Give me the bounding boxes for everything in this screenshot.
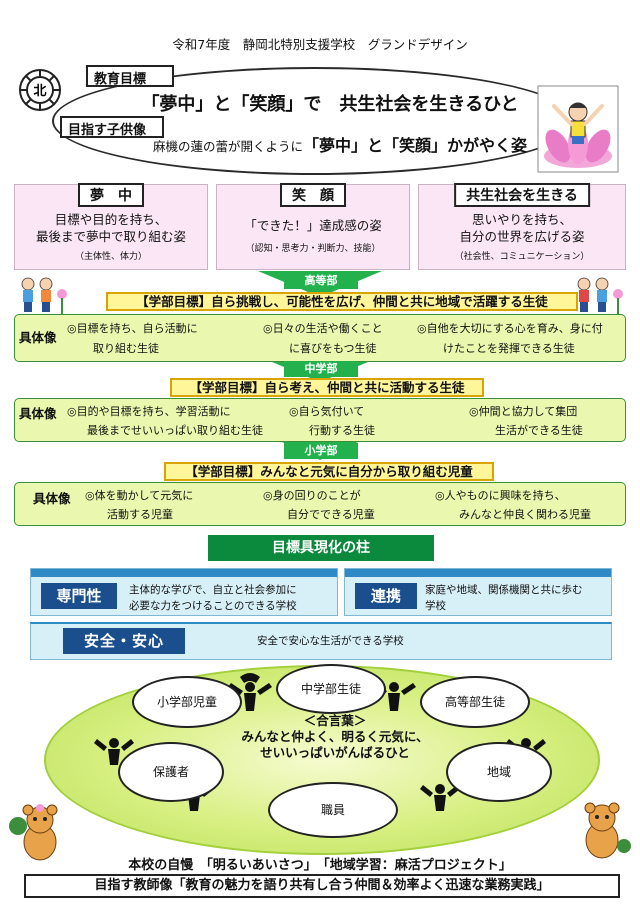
division-tab-elementary: 小学部 — [284, 443, 358, 459]
concrete-label: 具体像 — [19, 406, 57, 421]
division-goal-high: 【学部目標】自ら挑戦し、可能性を広げ、仲間と共に地域で活躍する生徒 — [106, 292, 578, 311]
concrete-label: 具体像 — [19, 330, 57, 345]
value-sub: （主体性、体力） — [74, 252, 147, 262]
pillar-safety-box: 安全・安心 安全で安心な生活ができる学校 — [30, 622, 612, 660]
division-goal-elementary: 【学部目標】みんなと元気に自分から取り組む児童 — [164, 462, 494, 481]
middle-item-2-l2: 行動する生徒 — [309, 424, 375, 437]
school-pride: 本校の自慢 「明るいあいさつ」 「地域学習：麻活プロジェクト」 — [128, 858, 512, 873]
elem-item-2-l1: ◎身の回りのことが — [263, 489, 361, 502]
division-tab-high: 高等部 — [284, 273, 358, 289]
value-box-muchu: 夢 中 目標や目的を持ち、 最後まで夢中で取り組む姿 （主体性、体力） — [14, 183, 208, 270]
node-staff: 職員 — [268, 782, 398, 838]
middle-item-1-l1: ◎目的や目標を持ち、学習活動に — [67, 405, 231, 418]
node-community: 地域 — [446, 742, 552, 802]
high-item-3-l1: ◎自他を大切にする心を育み、身に付 — [417, 322, 603, 335]
pillar-safety-text: 安全で安心な生活ができる学校 — [257, 635, 404, 647]
high-item-1-l2: 取り組む生徒 — [93, 342, 159, 355]
pillar-expertise-label: 専門性 — [41, 583, 117, 609]
division-box-high: 具体像 ◎目標を持ち、自ら活動に 取り組む生徒 ◎日々の生活や働くこと に喜びを… — [14, 314, 626, 362]
lotus-child-illustration — [537, 85, 619, 173]
value-line: 「できた！」達成感の姿 — [244, 218, 382, 233]
child-emphasis: 「夢中」と「笑顔」 — [302, 136, 447, 155]
ideal-teacher: 目指す教師像「教育の魅力を語り共有し合う仲間＆効率よく迅速な業務実践」 — [24, 874, 620, 898]
child-prefix: 麻機の蓮の蕾が開くように — [152, 139, 303, 154]
pillar-cooperation-box: 連携 家庭や地域、関係機関と共に歩む 学校 — [344, 568, 612, 616]
value-title: 共生社会を生きる — [454, 183, 590, 207]
division-box-middle: 具体像 ◎目的や目標を持ち、学習活動に 最後までせいいっぱい取り組む生徒 ◎自ら… — [14, 398, 626, 442]
middle-item-2-l1: ◎自ら気付いて — [289, 405, 365, 418]
mascot-left-illustration — [9, 804, 58, 861]
value-line: 最後まで夢中で取り組む姿 — [35, 229, 186, 244]
kids-illustration-left — [21, 277, 67, 314]
pillar-expertise-l1: 主体的な学びで、自立と社会参加に — [129, 584, 297, 596]
motto: ＜合言葉＞ みんなと仲よく、明るく元気に、 せいいっぱいがんばるひと — [205, 713, 465, 761]
motto-line1: みんなと仲よく、明るく元気に、 — [241, 729, 429, 744]
pillar-cooperation-l1: 家庭や地域、関係機関と共に歩む — [425, 584, 583, 596]
pillars-title: 目標具現化の柱 — [208, 535, 434, 561]
child-suffix: かがやく姿 — [447, 136, 528, 155]
high-item-1-l1: ◎目標を持ち、自ら活動に — [67, 322, 198, 335]
division-box-elementary: 具体像 ◎体を動かして元気に 活動する児童 ◎身の回りのことが 自分でできる児童… — [14, 482, 626, 526]
division-goal-middle: 【学部目標】自ら考え、仲間と共に活動する生徒 — [170, 378, 484, 397]
pillar-cooperation-l2: 学校 — [425, 600, 446, 612]
node-guardians: 保護者 — [118, 742, 224, 802]
value-box-kyosei: 共生社会を生きる 思いやりを持ち、 自分の世界を広げる姿 （社会性、コミュニケー… — [418, 183, 626, 270]
document-title: 令和7年度 静岡北特別支援学校 グランドデザイン — [172, 37, 468, 52]
elem-item-3-l2: みんなと仲良く関わる児童 — [459, 508, 591, 521]
logo-text: 北 — [33, 84, 46, 99]
node-elementary-students: 小学部児童 — [132, 676, 242, 728]
motto-line2: せいいっぱいがんばるひと — [260, 745, 410, 760]
high-item-3-l2: けたことを発揮できる生徒 — [443, 342, 575, 355]
value-line: 自分の世界を広げる姿 — [459, 229, 585, 244]
value-title: 夢 中 — [78, 183, 144, 207]
division-tab-middle: 中学部 — [284, 361, 358, 377]
high-item-2-l2: に喜びをもつ生徒 — [289, 342, 377, 355]
mascot-right-illustration — [584, 802, 631, 859]
elem-item-1-l2: 活動する児童 — [107, 508, 173, 521]
elem-item-2-l2: 自分でできる児童 — [287, 508, 375, 521]
pillar-cooperation-label: 連携 — [355, 583, 417, 609]
value-box-egao: 笑 顔 「できた！」達成感の姿 （認知・思考力・判断力、技能） — [216, 183, 410, 270]
kids-illustration-right — [577, 277, 623, 314]
value-title: 笑 顔 — [280, 183, 346, 207]
node-high-students: 高等部生徒 — [420, 676, 530, 728]
value-sub: （社会性、コミュニケーション） — [454, 252, 590, 262]
middle-item-3-l1: ◎仲間と協力して集団 — [469, 405, 578, 418]
pillar-expertise-l2: 必要な力をつけることのできる学校 — [129, 600, 297, 612]
middle-item-3-l2: 生活ができる生徒 — [495, 424, 583, 437]
pillar-expertise-box: 専門性 主体的な学びで、自立と社会参加に 必要な力をつけることのできる学校 — [30, 568, 338, 616]
high-item-2-l1: ◎日々の生活や働くこと — [263, 322, 383, 335]
education-goal-label: 教育目標 — [86, 65, 174, 87]
motto-title: ＜合言葉＞ — [303, 713, 367, 728]
education-goal-text: 「夢中」と「笑顔」で 共生社会を生きるひと — [141, 94, 519, 115]
pillar-safety-label: 安全・安心 — [63, 628, 185, 654]
school-logo-icon: 北 — [19, 69, 61, 111]
value-sub: （認知・思考力・判断力、技能） — [245, 244, 381, 254]
value-line: 思いやりを持ち、 — [471, 212, 572, 227]
concrete-label: 具体像 — [33, 491, 71, 506]
middle-item-1-l2: 最後までせいいっぱい取り組む生徒 — [87, 424, 263, 437]
ideal-child-label: 目指す子供像 — [60, 116, 164, 138]
value-line: 目標や目的を持ち、 — [54, 212, 168, 227]
node-middle-students: 中学部生徒 — [276, 664, 386, 714]
elem-item-3-l1: ◎人やものに興味を持ち、 — [435, 489, 566, 502]
ideal-child-text: 麻機の蓮の蕾が開くように「夢中」と「笑顔」かがやく姿 — [120, 132, 560, 156]
elem-item-1-l1: ◎体を動かして元気に — [85, 489, 194, 502]
